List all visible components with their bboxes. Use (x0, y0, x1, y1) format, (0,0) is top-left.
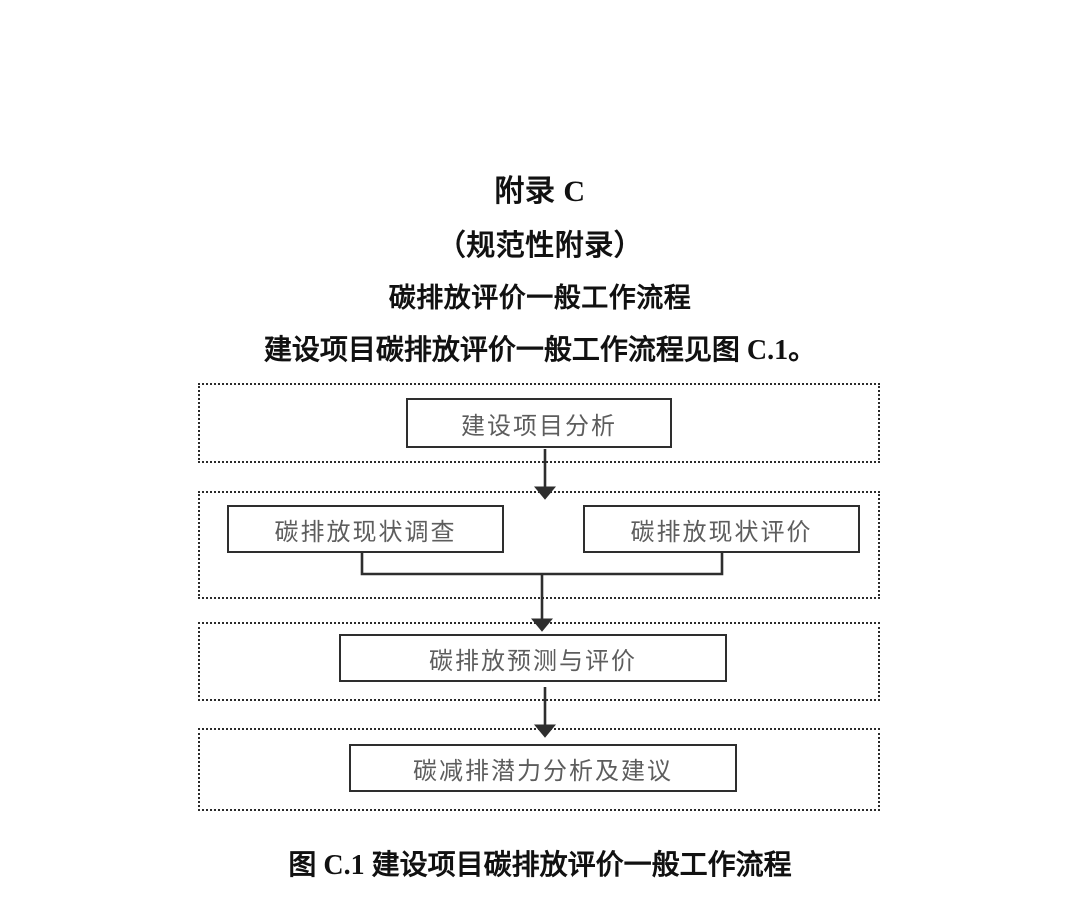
flow-node-forecast-evaluation: 碳排放预测与评价 (339, 634, 727, 682)
intro-paragraph: 建设项目碳排放评价一般工作流程见图 C.1。 (263, 335, 817, 366)
figure-caption: 图 C.1 建设项目碳排放评价一般工作流程 (288, 850, 792, 881)
flow-node-reduction-potential: 碳减排潜力分析及建议 (349, 744, 737, 792)
flow-node-status-survey: 碳排放现状调查 (227, 505, 504, 553)
appendix-subtitle: （规范性附录） (436, 230, 644, 262)
appendix-title: 附录 C (494, 175, 586, 208)
appendix-section-heading: 碳排放评价一般工作流程 (388, 283, 692, 313)
flow-node-project-analysis: 建设项目分析 (406, 398, 672, 448)
flow-node-status-evaluation: 碳排放现状评价 (583, 505, 860, 553)
